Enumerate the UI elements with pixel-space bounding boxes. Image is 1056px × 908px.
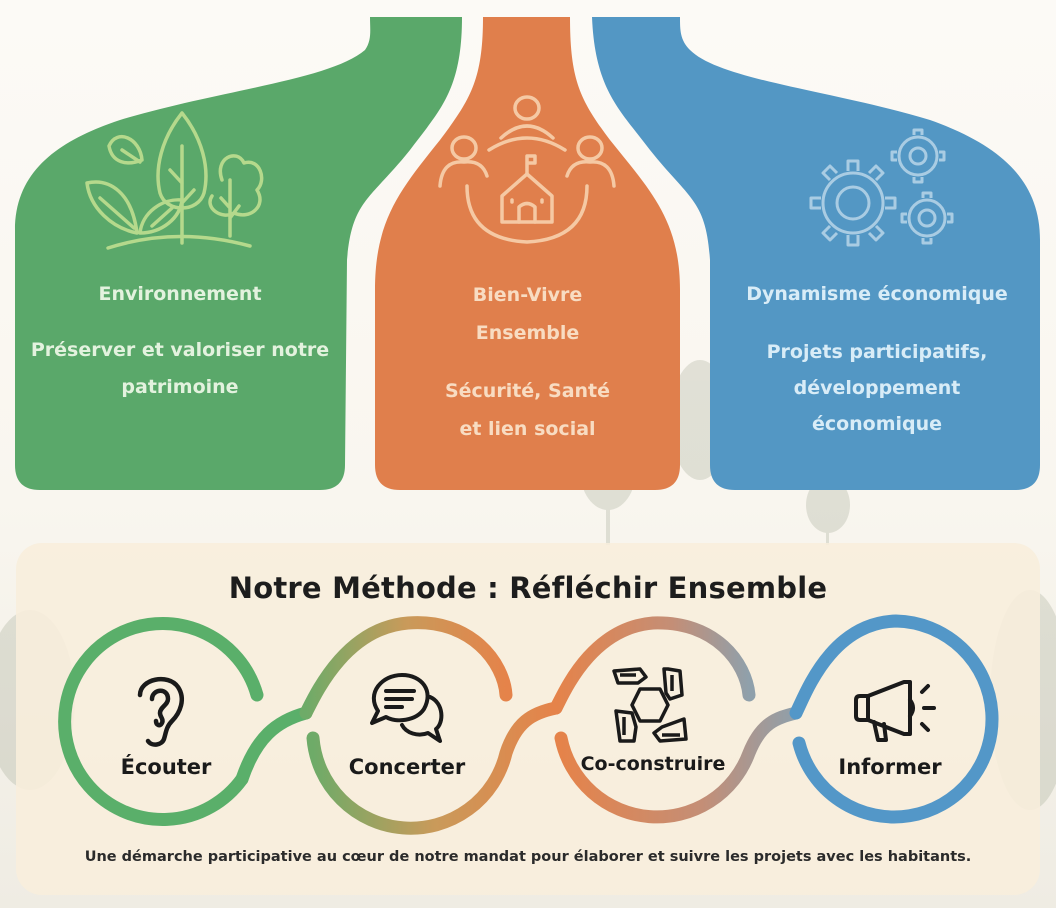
method-footer-note: Une démarche participative au cœur de no…: [84, 849, 972, 865]
gears-icon: [809, 128, 954, 247]
trees-leaves-icon: [85, 111, 264, 250]
joined-hands-icon: [612, 667, 688, 743]
step-ecouter: Écouter: [120, 755, 212, 779]
pillar-shapes: [15, 17, 1040, 490]
pillar-description: Sécurité, Santé et lien social: [444, 380, 611, 440]
step-informer: Informer: [838, 755, 942, 779]
pillar-dynamisme: Dynamisme économique Projets participati…: [712, 276, 1042, 442]
pillar-description: Projets participatifs, développement éco…: [766, 341, 988, 435]
method-title: Notre Méthode : Réfléchir Ensemble: [228, 571, 828, 605]
pillar-environnement-shape: [15, 17, 462, 490]
pillar-bien-vivre: Bien-Vivre Ensemble Sécurité, Santé et l…: [375, 276, 680, 448]
pillar-environnement: Environnement Préserver et valoriser not…: [15, 276, 345, 406]
method-chain: [58, 614, 999, 835]
ear-icon: [137, 676, 184, 747]
pillar-title: Bien-Vivre Ensemble: [472, 284, 583, 344]
pillar-title: Environnement: [98, 283, 262, 305]
pillar-title: Dynamisme économique: [746, 283, 1008, 305]
method-panel: Notre Méthode : Réfléchir Ensemble: [16, 543, 1040, 895]
pillar-bien-vivre-shape: [375, 17, 680, 490]
speech-bubbles-icon: [370, 673, 444, 743]
pillar-description: Préserver et valoriser notre patrimoine: [30, 339, 330, 398]
step-co-construire: Co-construire: [580, 753, 726, 775]
megaphone-icon: [854, 680, 936, 742]
community-house-icon: [438, 95, 616, 244]
pillar-dynamisme-shape: [592, 17, 1040, 490]
step-concerter: Concerter: [348, 755, 466, 779]
